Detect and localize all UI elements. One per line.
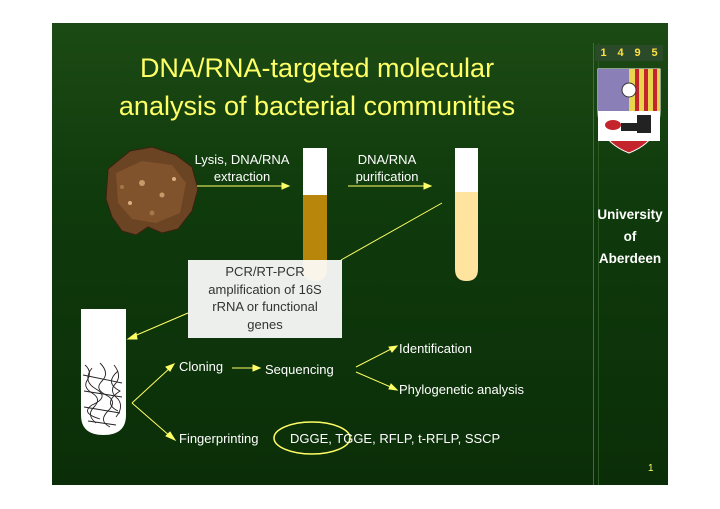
crest-digits: 1 4 9 5	[595, 45, 663, 61]
pcr-box	[188, 260, 342, 338]
crest-digit: 4	[617, 47, 624, 59]
crest-digit: 9	[634, 47, 641, 59]
slide-title: DNA/RNA-targeted molecular analysis of b…	[72, 49, 562, 125]
cloning-label: Cloning	[179, 359, 224, 374]
tube-extraction-icon	[303, 148, 327, 281]
fingerprinting-label: Fingerprinting	[179, 431, 259, 446]
crest-digit: 5	[651, 47, 658, 59]
tube-purification-icon	[455, 148, 478, 281]
sequencing-label: Sequencing	[265, 362, 334, 377]
university-name: University of Aberdeen	[597, 207, 663, 266]
soil-sample-icon	[105, 146, 199, 236]
slide: DNA/RNA-targeted molecular analysis of b…	[52, 23, 668, 485]
diagram-graphics	[81, 45, 663, 455]
sidebar-rule	[593, 43, 668, 485]
tube-pcr-product-icon	[81, 309, 126, 435]
step-purification-label: DNA/RNA purification	[355, 152, 419, 184]
crest-digit: 1	[600, 47, 607, 59]
step-extraction-label: Lysis, DNA/RNA extraction	[194, 152, 290, 184]
identification-label: Identification	[399, 341, 472, 356]
phylogenetic-label: Phylogenetic analysis	[399, 382, 525, 397]
arrows	[126, 182, 443, 442]
sidebar-rule-inner	[598, 43, 668, 485]
title-line-1: DNA/RNA-targeted molecular	[139, 53, 495, 83]
crest-icon	[595, 45, 663, 154]
title-line-2: analysis of bacterial communities	[118, 91, 516, 121]
page-number: 1	[648, 463, 654, 474]
pcr-label: PCR/RT-PCR amplification of 16S rRNA or …	[208, 264, 322, 332]
dgge-highlight	[273, 421, 351, 455]
methods-label: DGGE, TGGE, RFLP, t-RFLP, SSCP	[290, 431, 501, 446]
